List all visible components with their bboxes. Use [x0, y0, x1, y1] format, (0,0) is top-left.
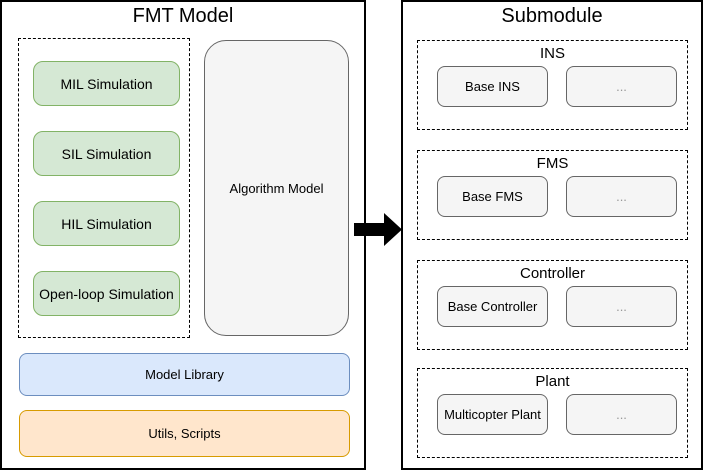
algorithm-model-label: Algorithm Model: [229, 180, 324, 196]
base-ins-box: Base INS: [437, 66, 548, 107]
plant-more-label: ...: [616, 407, 627, 422]
ins-more-box: ...: [566, 66, 677, 107]
base-controller-label: Base Controller: [447, 299, 538, 314]
fmt-model-title: FMT Model: [132, 5, 234, 27]
base-fms-label: Base FMS: [462, 189, 523, 204]
plant-group: Plant Multicopter Plant ...: [417, 368, 688, 458]
ins-group-title: INS: [539, 45, 565, 62]
hil-simulation-label: HIL Simulation: [61, 215, 152, 232]
controller-more-box: ...: [566, 286, 677, 327]
ins-more-label: ...: [616, 79, 627, 94]
model-library-label: Model Library: [145, 367, 224, 382]
mil-simulation-box: MIL Simulation: [33, 61, 180, 106]
right-arrow-icon: [354, 213, 402, 246]
open-loop-simulation-label: Open-loop Simulation: [39, 285, 174, 302]
sil-simulation-box: SIL Simulation: [33, 131, 180, 176]
utils-scripts-box: Utils, Scripts: [19, 410, 350, 457]
fms-group: FMS Base FMS ...: [417, 150, 688, 240]
simulations-group: [18, 38, 190, 338]
algorithm-model-box: Algorithm Model: [204, 40, 349, 336]
open-loop-simulation-box: Open-loop Simulation: [33, 271, 180, 316]
base-fms-box: Base FMS: [437, 176, 548, 217]
fms-more-box: ...: [566, 176, 677, 217]
plant-group-title: Plant: [535, 373, 570, 390]
fmt-model-panel: FMT Model MIL Simulation SIL Simulation …: [0, 0, 366, 470]
multicopter-plant-label: Multicopter Plant: [444, 407, 541, 422]
base-controller-box: Base Controller: [437, 286, 548, 327]
submodule-title: Submodule: [501, 5, 603, 27]
sil-simulation-label: SIL Simulation: [61, 145, 152, 162]
controller-group: Controller Base Controller ...: [417, 260, 688, 350]
model-library-box: Model Library: [19, 353, 350, 396]
multicopter-plant-box: Multicopter Plant: [437, 394, 548, 435]
submodule-panel: Submodule INS Base INS ... FMS Base FMS …: [401, 0, 703, 470]
fms-group-title: FMS: [536, 155, 569, 172]
mil-simulation-label: MIL Simulation: [60, 75, 153, 92]
base-ins-label: Base INS: [465, 79, 520, 94]
fms-more-label: ...: [616, 189, 627, 204]
controller-more-label: ...: [616, 299, 627, 314]
hil-simulation-box: HIL Simulation: [33, 201, 180, 246]
controller-group-title: Controller: [519, 265, 586, 282]
plant-more-box: ...: [566, 394, 677, 435]
utils-scripts-label: Utils, Scripts: [148, 426, 221, 441]
ins-group: INS Base INS ...: [417, 40, 688, 130]
